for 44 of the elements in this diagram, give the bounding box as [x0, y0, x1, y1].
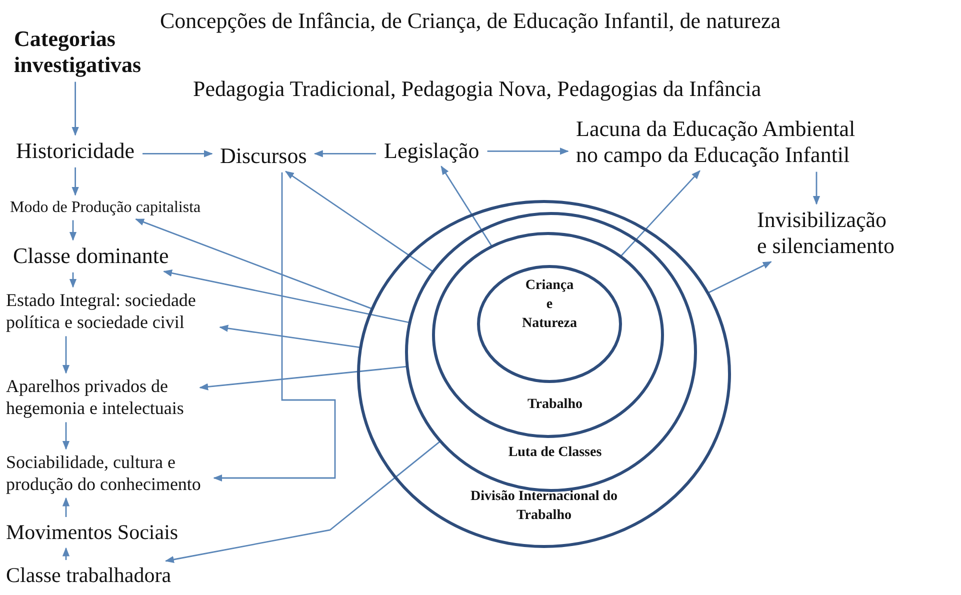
- topic-list-text: Concepções de Infância, de Criança, de Educação Infantil, de natureza: [160, 8, 781, 34]
- concept-text: Classe dominante: [13, 243, 169, 270]
- arrow: [219, 324, 360, 348]
- arrow: [69, 220, 77, 241]
- arrow: [135, 218, 372, 310]
- arrow: [62, 547, 70, 560]
- arrow: [284, 170, 434, 272]
- concept-text: Historicidade: [16, 138, 135, 164]
- concept-text: Classe trabalhadora: [6, 563, 172, 588]
- arrow: [314, 150, 376, 158]
- concentric-circle: [477, 265, 622, 383]
- arrow: [708, 261, 772, 294]
- arrow: [62, 336, 70, 374]
- concentric-circle: [432, 232, 664, 438]
- arrow: [62, 497, 70, 517]
- arrow: [440, 166, 492, 246]
- arrow: [142, 150, 213, 158]
- arrow: [72, 167, 79, 196]
- circle-label: Trabalho: [526, 396, 584, 414]
- circle-label: Criança e Natureza: [521, 277, 578, 333]
- concept-text: Modo de Produção capitalista: [10, 198, 201, 218]
- concept-text: Legislação: [384, 138, 480, 164]
- concept-text: Aparelhos privados de hegemonia e intelectuais: [6, 376, 198, 420]
- arrow: [199, 366, 407, 390]
- arrow: [487, 148, 569, 155]
- arrow: [812, 172, 820, 205]
- arrow: [62, 422, 70, 450]
- circle-label: Luta de Classes: [507, 444, 603, 462]
- arrow: [213, 172, 336, 482]
- concept-text: Movimentos Sociais: [6, 520, 178, 546]
- concentric-circle: [357, 200, 731, 548]
- topic-list-text: Pedagogia Tradicional, Pedagogia Nova, Pedagogias da Infância: [193, 76, 762, 102]
- arrow: [72, 82, 79, 136]
- circle-label: Divisão Internacional do Trabalho: [469, 488, 618, 525]
- concept-text: Sociabilidade, cultura e produção do conhecimento: [6, 452, 212, 496]
- arrow: [620, 170, 700, 257]
- concept-text: Estado Integral: sociedade política e sociedade civil: [6, 290, 218, 334]
- concept-text: Invisibilização e silenciamento: [757, 207, 900, 260]
- concentric-circle: [405, 212, 697, 492]
- arrow: [163, 270, 410, 324]
- concept-text: Discursos: [220, 143, 307, 170]
- arrow: [164, 440, 440, 564]
- arrow: [69, 272, 77, 288]
- concept-text: Lacuna da Educação Ambiental no campo da Educação Infantil: [576, 116, 876, 169]
